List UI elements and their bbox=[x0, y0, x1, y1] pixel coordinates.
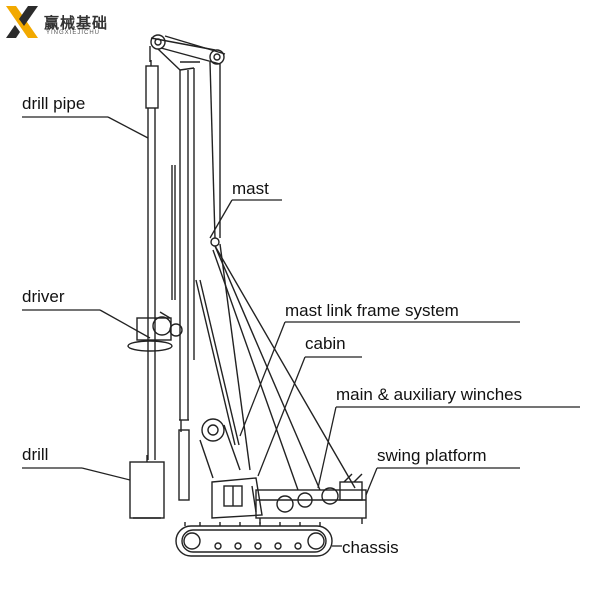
label-drill: drill bbox=[22, 445, 49, 464]
mast-link-frame bbox=[195, 243, 356, 491]
drill-pipe bbox=[145, 60, 159, 460]
label-swing-platform: swing platform bbox=[377, 446, 487, 465]
crown-block bbox=[149, 34, 226, 71]
swing-platform bbox=[255, 473, 367, 524]
label-driver: driver bbox=[22, 287, 65, 306]
label-cabin: cabin bbox=[305, 334, 346, 353]
mast bbox=[171, 61, 221, 501]
drill-bucket bbox=[129, 455, 165, 519]
brand-logo-icon bbox=[6, 6, 38, 38]
label-chassis: chassis bbox=[342, 538, 399, 557]
label-main-auxiliary-winches: main & auxiliary winches bbox=[336, 385, 523, 404]
label-mast: mast bbox=[232, 179, 269, 198]
brand-name-cn: 赢械基础 bbox=[44, 14, 109, 32]
brand-name-en: YINGXIEJICHU bbox=[46, 30, 101, 36]
label-mast-link-frame-system: mast link frame system bbox=[285, 301, 459, 320]
label-drill-pipe: drill pipe bbox=[22, 94, 86, 113]
leader-lines bbox=[22, 116, 580, 547]
driver bbox=[127, 311, 183, 352]
chassis bbox=[175, 522, 333, 557]
cabin bbox=[211, 477, 263, 519]
brand-logo: 赢械基础 YINGXIEJICHU bbox=[2, 2, 122, 42]
